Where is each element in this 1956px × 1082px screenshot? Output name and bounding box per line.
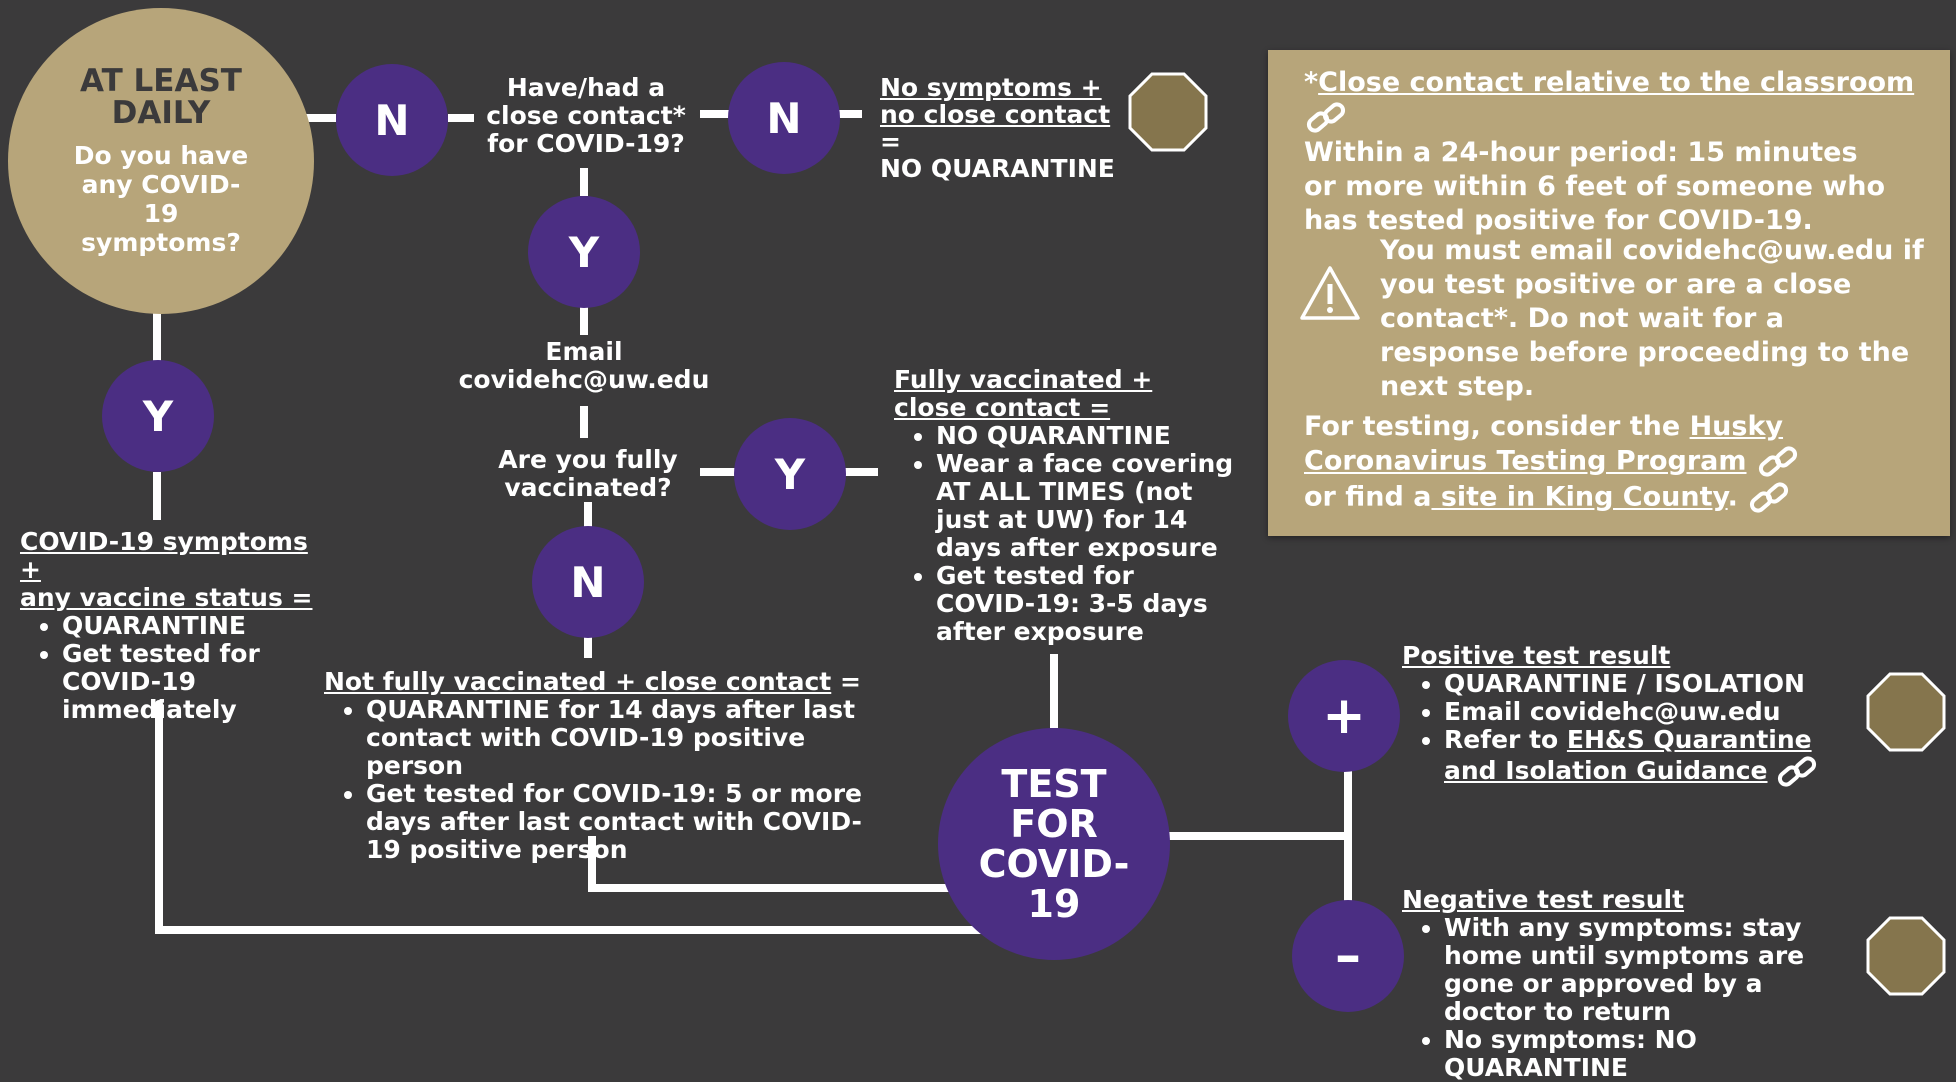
info-panel: *Close contact relative to the classroom… xyxy=(1268,50,1950,536)
connector-n2-to-nosymptoms xyxy=(838,110,862,118)
vaccinated-question: Are you fully vaccinated? xyxy=(498,445,678,502)
connector-y-to-symptoms xyxy=(153,472,161,520)
connector-fullyvacc-to-test xyxy=(1050,654,1058,728)
no-symptoms-equals: = xyxy=(880,127,901,156)
warning-text: You must email covidehc@uw.edu if you te… xyxy=(1380,235,1924,402)
testing-info: For testing, consider the Husky Coronavi… xyxy=(1304,410,1864,516)
positive-refer-prefix: Refer to xyxy=(1444,725,1567,754)
list-item: Wear a face covering AT ALL TIMES (not j… xyxy=(936,450,1234,562)
email-step-label: Email xyxy=(545,337,623,366)
connector-question-to-n2 xyxy=(700,110,730,118)
connector-notvacc-to-test xyxy=(588,836,596,892)
yes-node-symptoms: Y xyxy=(102,360,214,472)
yes-node-close-contact: Y xyxy=(528,196,640,308)
start-title: AT LEAST DAILY xyxy=(80,63,242,131)
connector-symptoms-to-test xyxy=(155,700,163,934)
husky-testing-link[interactable]: Husky Coronavirus Testing Program xyxy=(1304,411,1784,477)
positive-list: QUARANTINE / ISOLATION Email covidehc@uw… xyxy=(1402,670,1842,790)
testing-suffix: . xyxy=(1727,481,1738,513)
not-vaccinated-block: Not fully vaccinated + close contact = Q… xyxy=(324,668,864,864)
connector-y-to-fullyvacc xyxy=(844,468,878,476)
positive-node: + xyxy=(1288,660,1400,772)
connector-vaccinated-to-n xyxy=(584,502,592,530)
test-for-covid-label: TEST FOR COVID-19 xyxy=(978,762,1130,926)
fully-vaccinated-list: NO QUARANTINE Wear a face covering AT AL… xyxy=(894,422,1234,646)
king-county-link[interactable]: site in King County xyxy=(1431,481,1728,513)
connector-test-to-results xyxy=(1166,832,1348,840)
list-item: Get tested for COVID-19: 3-5 days after … xyxy=(936,562,1234,646)
not-vaccinated-heading: Not fully vaccinated + close contact xyxy=(324,667,832,696)
link-icon[interactable] xyxy=(1304,100,1348,136)
testing-middle: or find a xyxy=(1304,481,1432,513)
not-vaccinated-list: QUARANTINE for 14 days after last contac… xyxy=(324,696,864,864)
connector-question-to-y xyxy=(580,168,588,196)
connector-y-to-email xyxy=(580,305,588,335)
positive-heading: Positive test result xyxy=(1402,641,1671,670)
no-symptoms-no-quarantine: NO QUARANTINE xyxy=(880,154,1115,183)
list-item: NO QUARANTINE xyxy=(936,422,1234,450)
connector-start-to-y xyxy=(153,312,161,362)
link-icon[interactable] xyxy=(1747,480,1791,516)
octagon-icon xyxy=(1128,72,1208,152)
negative-list: With any symptoms: stay home until sympt… xyxy=(1402,914,1862,1082)
negative-node: – xyxy=(1292,900,1404,1012)
list-item: No symptoms: NO QUARANTINE xyxy=(1444,1026,1862,1082)
list-item: QUARANTINE / ISOLATION xyxy=(1444,670,1842,698)
no-node-close-contact: N xyxy=(728,62,840,174)
email-step: Email covidehc@uw.edu xyxy=(454,338,714,394)
octagon-icon xyxy=(1866,916,1946,996)
asterisk: * xyxy=(1304,67,1319,98)
negative-result-block: Negative test result With any symptoms: … xyxy=(1402,886,1862,1082)
connector-email-to-vaccinated xyxy=(580,406,588,438)
no-symptoms-line1: No symptoms + xyxy=(880,73,1102,102)
list-item: Email covidehc@uw.edu xyxy=(1444,698,1842,726)
close-contact-definition-text: Within a 24-hour period: 15 minutes or m… xyxy=(1304,137,1886,236)
negative-heading: Negative test result xyxy=(1402,885,1685,914)
warning-icon xyxy=(1300,266,1360,320)
list-item: Get tested for COVID-19: 5 or more days … xyxy=(366,780,864,864)
link-icon[interactable] xyxy=(1776,754,1818,790)
connector-symptoms-bottom xyxy=(155,926,1001,934)
close-contact-question: Have/had a close contact* for COVID-19? xyxy=(486,73,686,158)
list-item: Refer to EH&S Quarantine and Isolation G… xyxy=(1444,726,1842,790)
no-node-vaccinated: N xyxy=(532,526,644,638)
no-symptoms-result: No symptoms + no close contact = NO QUAR… xyxy=(880,74,1120,182)
connector-results-vertical xyxy=(1344,768,1352,906)
testing-prefix: For testing, consider the xyxy=(1304,411,1690,442)
no-symptoms-line2: no close contact xyxy=(880,100,1111,129)
close-contact-link[interactable]: Close contact relative to the classroom xyxy=(1318,67,1915,98)
not-vaccinated-equals: = xyxy=(831,667,861,696)
start-question: Do you have any COVID-19 symptoms? xyxy=(73,141,249,257)
list-item: QUARANTINE for 14 days after last contac… xyxy=(366,696,864,780)
connector-vaccinated-to-y xyxy=(700,468,736,476)
symptoms-heading2: any vaccine status = xyxy=(20,583,313,612)
connector-n-to-notvacc xyxy=(584,636,592,658)
fully-vaccinated-heading2: close contact = xyxy=(894,393,1111,422)
close-contact-definition: *Close contact relative to the classroom… xyxy=(1304,66,1944,238)
connector-start-to-n1 xyxy=(306,114,336,122)
start-circle: AT LEAST DAILY Do you have any COVID-19 … xyxy=(8,8,314,314)
symptoms-branch-block: COVID-19 symptoms + any vaccine status =… xyxy=(20,528,320,724)
fully-vaccinated-block: Fully vaccinated + close contact = NO QU… xyxy=(894,366,1234,646)
list-item: With any symptoms: stay home until sympt… xyxy=(1444,914,1862,1026)
symptoms-list: QUARANTINE Get tested for COVID-19 immed… xyxy=(20,612,262,724)
octagon-icon xyxy=(1866,672,1946,752)
list-item: Get tested for COVID-19 immediately xyxy=(62,640,262,724)
symptoms-heading1: COVID-19 symptoms + xyxy=(20,527,308,584)
fully-vaccinated-heading1: Fully vaccinated + xyxy=(894,365,1153,394)
test-for-covid-node: TEST FOR COVID-19 xyxy=(938,728,1170,960)
list-item: QUARANTINE xyxy=(62,612,262,640)
connector-notvacc-bottom xyxy=(588,884,962,892)
yes-node-vaccinated: Y xyxy=(734,418,846,530)
positive-result-block: Positive test result QUARANTINE / ISOLAT… xyxy=(1402,642,1842,790)
link-icon[interactable] xyxy=(1756,444,1800,480)
connector-n1-to-question xyxy=(448,114,474,122)
ehs-guidance-link[interactable]: EH&S Quarantine and Isolation Guidance xyxy=(1444,725,1812,785)
email-step-address: covidehc@uw.edu xyxy=(458,365,710,394)
no-node-symptoms: N xyxy=(336,64,448,176)
